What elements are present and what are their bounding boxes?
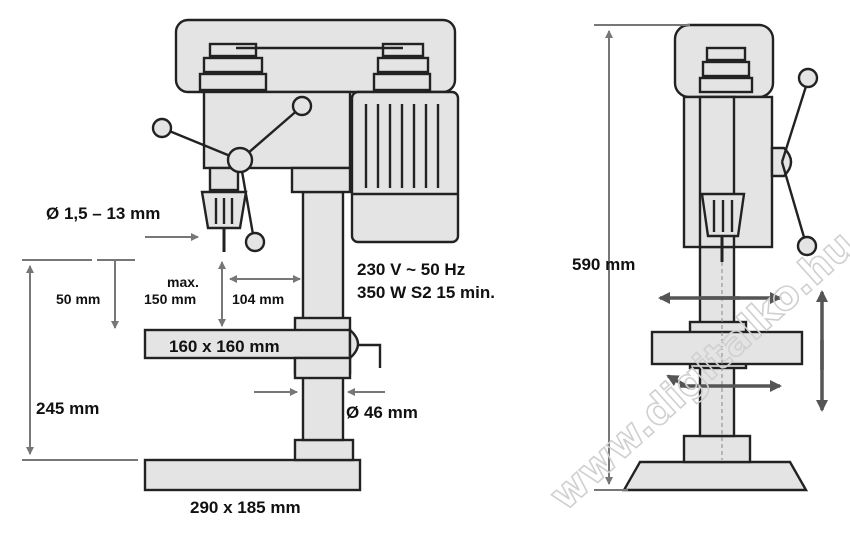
feed-handle-2 [239, 107, 301, 161]
lower-collar [293, 356, 352, 380]
side-knob-2 [796, 235, 818, 257]
table-clamp [348, 327, 360, 361]
table-height-label: 245 mm [36, 399, 99, 418]
table-lock-handle [358, 343, 382, 368]
base-plate [143, 458, 362, 492]
motor-housing [350, 90, 460, 244]
side-feed-handle [780, 79, 810, 163]
spindle-pulley [202, 56, 264, 74]
table-size-label: 160 x 160 mm [169, 337, 280, 356]
feed-knob-1 [151, 117, 173, 139]
side-handle-hub [770, 146, 793, 178]
stroke-label: 150 mm [144, 291, 196, 307]
feed-handle-1 [161, 126, 241, 162]
motor-pulley-bottom [372, 72, 432, 92]
work-table [143, 328, 352, 360]
power-label: 350 W S2 15 min. [357, 283, 495, 302]
depth-label: 50 mm [56, 291, 100, 307]
feed-knob-3 [244, 231, 266, 253]
height-label: 590 mm [572, 255, 635, 274]
motor-pulley-top [381, 42, 425, 58]
head-neck [290, 166, 352, 194]
spindle-pulley-bottom [198, 72, 268, 92]
spindle-pulley-top [208, 42, 258, 58]
side-knob-1 [797, 67, 819, 89]
max-label: max. [167, 274, 199, 290]
side-view-drill-press [621, 23, 819, 492]
head-body [202, 90, 352, 170]
side-table [650, 330, 804, 366]
side-base [621, 460, 809, 492]
feed-hub [226, 146, 254, 174]
voltage-label: 230 V ~ 50 Hz [357, 260, 465, 279]
column-foot [293, 438, 355, 462]
column [301, 190, 345, 442]
base-size-label: 290 x 185 mm [190, 498, 301, 517]
front-dimensions [22, 233, 385, 461]
reach-label: 104 mm [232, 291, 284, 307]
column-diameter-label: Ø 46 mm [346, 403, 418, 422]
side-dimensions [594, 24, 828, 491]
feed-knob-2 [291, 95, 313, 117]
motor-pulley [376, 56, 430, 74]
front-view-drill-press [143, 18, 460, 492]
feed-handle-3 [238, 159, 256, 241]
quill [208, 166, 240, 192]
side-column-foot [682, 434, 752, 464]
chuck-range-label: Ø 1,5 – 13 mm [46, 204, 160, 223]
